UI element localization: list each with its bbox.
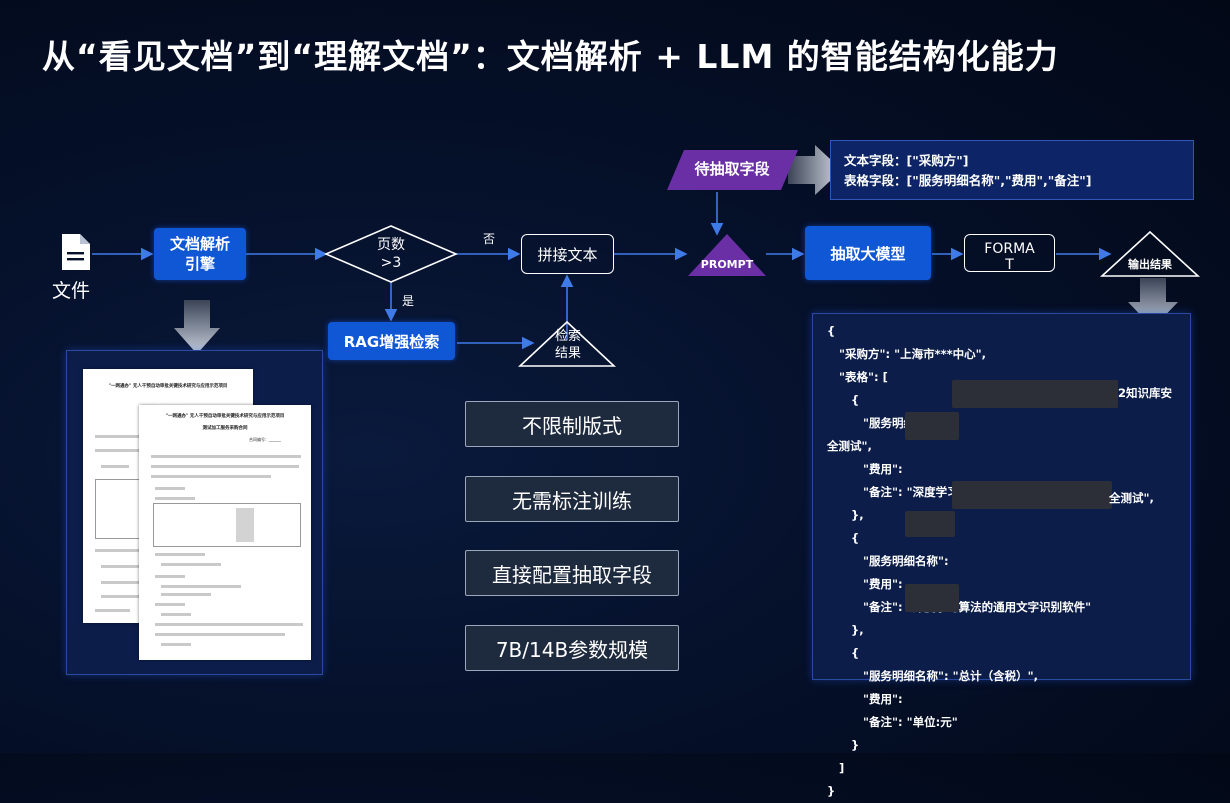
json-line: "备注": "单位:元" [827,715,958,729]
output-triangle-shape [1099,230,1201,277]
retrieval-triangle-shape [517,320,617,367]
feature-direct-field-config: 直接配置抽取字段 [465,550,679,596]
json-line: "服务明细名称": [827,554,949,568]
no-label: 否 [483,232,496,246]
json-line: "采购方": "上海市***中心", [827,347,986,361]
document-preview-panel: "一网通办" 无人干预自动审批关键技术研究与应用示范项目 测试加工服务采购合同 … [66,350,323,675]
fields-info-box: 文本字段：["采购方"] 表格字段：["服务明细名称","费用","备注"] [830,140,1194,200]
json-row1-tail: 2知识库安 [1118,386,1173,400]
json-line: }, [827,623,864,637]
json-line: } [827,784,836,798]
document-page-front: "一网通办" 无人干预自动审批关键技术研究与应用示范项目 测试加工服务采购合同 … [139,405,311,660]
json-line: { [827,646,860,660]
doc-front-title: "一网通办" 无人干预自动审批关键技术研究与应用示范项目 [165,414,285,419]
json-line: "费用": [827,577,903,591]
table-fields-line: 表格字段：["服务明细名称","费用","备注"] [844,173,1092,188]
feature-no-annotation-training: 无需标注训练 [465,476,679,522]
feature-model-size: 7B/14B参数规模 [465,625,679,671]
json-line: "费用": [827,462,903,476]
decision-diamond-shape [323,225,459,283]
json-line: { [827,393,860,407]
file-icon [58,232,92,276]
doc-contract-no: 合同编号：______ [249,437,281,442]
json-line: ] [827,761,845,775]
prompt-label: PROMPT [700,258,754,271]
doc-front-table [153,503,301,547]
down-arrow-doc [174,300,220,354]
doc-front-subtitle: 测试加工服务采购合同 [202,426,248,431]
pages-check-label: 页数 >3 [377,237,405,271]
doc-back-title: "一网通办" 无人干预自动审批关键技术研究与应用示范项目 [108,384,228,389]
json-line: "服务明细名称": [827,416,949,430]
format-box[interactable]: FORMA T [964,234,1055,273]
redaction-1 [952,380,1118,408]
retrieval-result-label: 检索 结果 [554,329,581,361]
redaction-5 [905,584,959,612]
down-arrow-output [1128,278,1178,328]
json-line: }, [827,508,864,522]
output-result-label: 输出结果 [1128,258,1172,271]
prompt-triangle-shape [688,234,766,276]
json-line: { [827,531,860,545]
extract-model-box[interactable]: 抽取大模型 [805,226,931,280]
json-line: { [827,324,836,338]
json-line: "表格": [ [827,370,888,384]
fields-label: 待抽取字段 [694,160,770,178]
redaction-3 [952,481,1112,509]
redaction-4 [905,511,955,537]
rag-retrieval-box[interactable]: RAG增强检索 [328,322,455,360]
json-line: "服务明细名称": "总计（含税）", [827,669,1038,683]
right-arrow-fields [788,145,842,195]
feature-no-layout-limit: 不限制版式 [465,401,679,447]
redaction-2 [905,412,959,440]
page-title: 从“看见文档”到“理解文档”：文档解析 + LLM 的智能结构化能力 [42,37,1059,76]
json-row2-tail: 全测试", [1109,491,1154,505]
json-line: } [827,738,860,752]
json-line: 全测试", [827,439,872,453]
json-line: "备注": "深度学习算法的通用文字识别软件" [827,600,1092,614]
parse-engine-box[interactable]: 文档解析 引擎 [154,228,246,280]
fields-parallelogram-shape [667,150,798,190]
flow-connectors [92,145,1201,367]
concat-text-box[interactable]: 拼接文本 [521,234,614,274]
json-output-panel: { "采购方": "上海市***中心", "表格": [ { "服务明细名称":… [812,313,1191,798]
yes-label: 是 [402,294,415,308]
file-label: 文件 [52,280,91,302]
json-line: "费用": [827,692,903,706]
text-fields-line: 文本字段：["采购方"] [844,153,969,168]
